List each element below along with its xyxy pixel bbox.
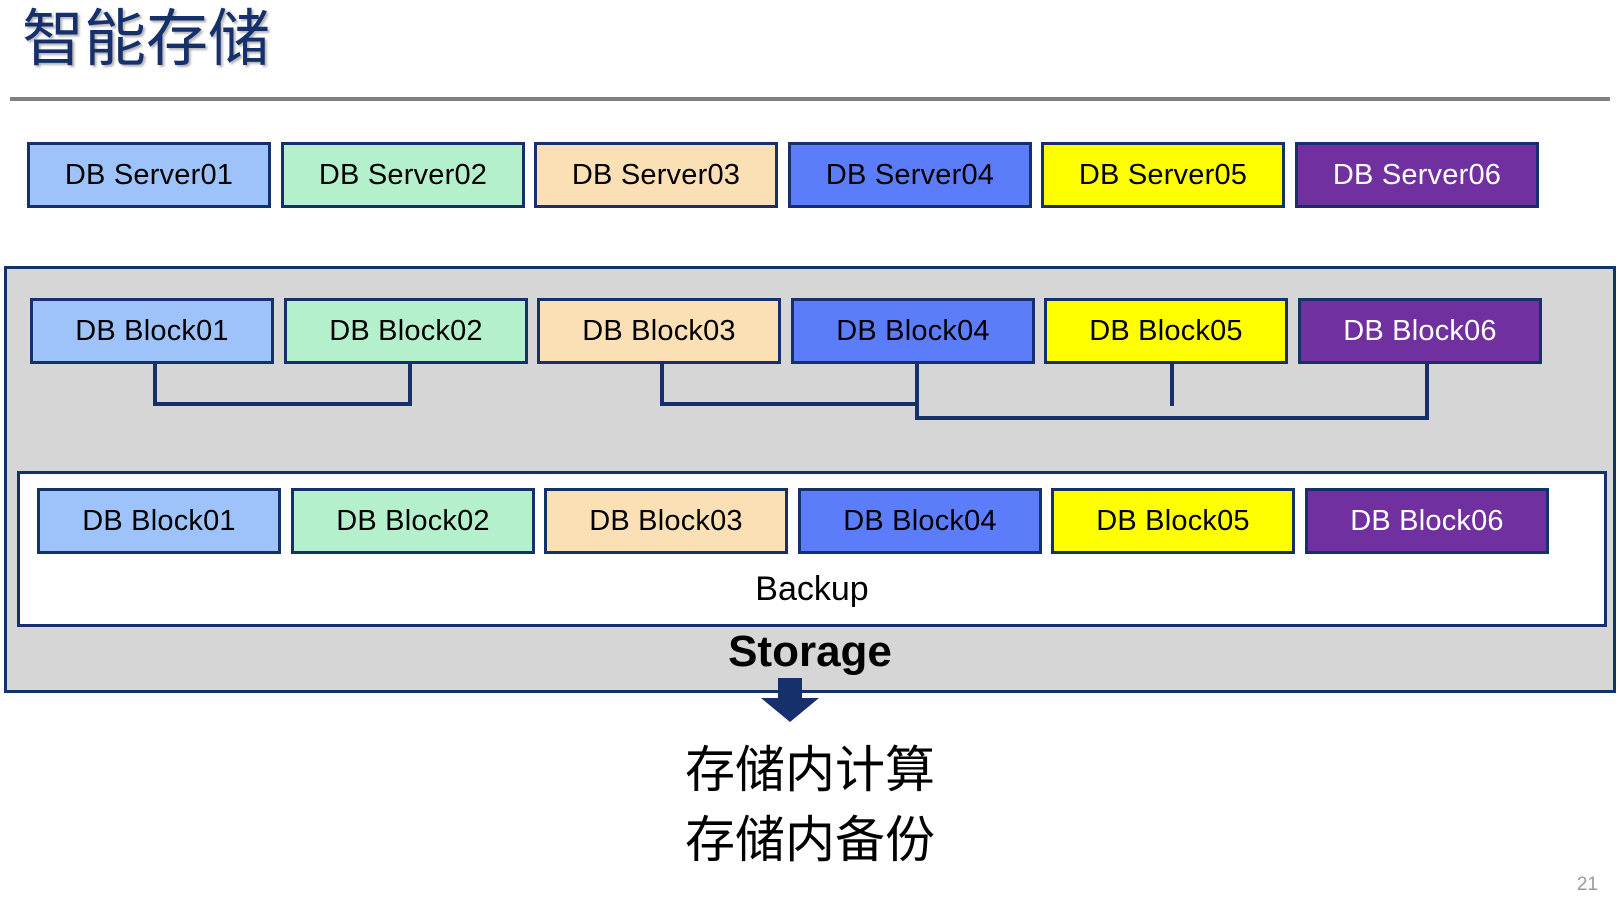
db-block-node-backup-label: DB Block03: [589, 504, 743, 537]
db-block-node-primary-label: DB Block04: [836, 314, 990, 347]
db-server-node-label: DB Server03: [571, 158, 741, 191]
db-server-node-1[interactable]: DB Server01: [27, 142, 271, 208]
db-block-node-backup-label: DB Block02: [336, 504, 490, 537]
db-block-node-primary-label: DB Block05: [1089, 314, 1243, 347]
caption-line-2: 存储内备份: [685, 812, 935, 868]
db-block-node-backup-6[interactable]: DB Block06: [1305, 488, 1549, 554]
db-block-node-backup-5[interactable]: DB Block05: [1051, 488, 1295, 554]
page-title: 智能存储: [22, 5, 271, 74]
db-server-node-5[interactable]: DB Server05: [1041, 142, 1285, 208]
page-number: 21: [1576, 874, 1598, 895]
connector-block01-block02-left-stem: [153, 364, 157, 406]
db-block-node-backup-3[interactable]: DB Block03: [544, 488, 788, 554]
caption-line-1: 存储内计算: [685, 742, 935, 798]
db-block-node-primary-label: DB Block02: [329, 314, 483, 347]
connector-block01-block02-right-stem: [408, 364, 412, 406]
db-server-node-label: DB Server02: [318, 158, 488, 191]
title-divider: [10, 97, 1610, 101]
db-server-node-label: DB Server06: [1332, 158, 1502, 191]
db-block-node-backup-2[interactable]: DB Block02: [291, 488, 535, 554]
db-block-node-backup-1[interactable]: DB Block01: [37, 488, 281, 554]
db-server-node-label: DB Server05: [1078, 158, 1248, 191]
db-block-node-backup-label: DB Block06: [1350, 504, 1504, 537]
db-server-node-label: DB Server04: [825, 158, 995, 191]
storage-container: DB Block01 DB Block02 DB Block03 DB Block04…: [4, 266, 1616, 722]
connector-block01-block02-bridge: [153, 402, 412, 406]
backup-panel: DB Block01 DB Block02 DB Block03 DB Block04…: [17, 471, 1607, 627]
caption-block: 存储内计算 存储内备份: [0, 735, 1620, 875]
db-server-node-6[interactable]: DB Server06: [1295, 142, 1539, 208]
backup-label: Backup: [755, 570, 869, 608]
connector-block03-block04-left-stem: [660, 364, 664, 406]
db-block-node-primary-label: DB Block03: [582, 314, 736, 347]
db-block-node-primary-2[interactable]: DB Block02: [284, 298, 528, 364]
downward-flow-arrow: [761, 678, 819, 722]
db-server-node-label: DB Server01: [64, 158, 234, 191]
db-block-node-backup-label: DB Block01: [82, 504, 236, 537]
db-block-node-primary-label: DB Block06: [1343, 314, 1497, 347]
connector-block04-block06-left-stem: [915, 364, 919, 420]
db-server-node-4[interactable]: DB Server04: [788, 142, 1032, 208]
db-block-node-backup-4[interactable]: DB Block04: [798, 488, 1042, 554]
db-block-node-primary-4[interactable]: DB Block04: [791, 298, 1035, 364]
connector-block04-block06-bridge: [915, 416, 1429, 420]
connector-block05-stub-left-stem: [1170, 364, 1174, 406]
connector-block04-block06-right-stem: [1425, 364, 1429, 420]
db-block-node-backup-label: DB Block04: [843, 504, 997, 537]
db-block-node-primary-1[interactable]: DB Block01: [30, 298, 274, 364]
db-block-node-primary-6[interactable]: DB Block06: [1298, 298, 1542, 364]
db-server-node-2[interactable]: DB Server02: [281, 142, 525, 208]
db-server-node-3[interactable]: DB Server03: [534, 142, 778, 208]
storage-label: Storage: [728, 627, 892, 676]
connector-block03-block04-bridge: [660, 402, 919, 406]
db-block-node-primary-3[interactable]: DB Block03: [537, 298, 781, 364]
db-block-node-primary-label: DB Block01: [75, 314, 229, 347]
db-block-node-primary-5[interactable]: DB Block05: [1044, 298, 1288, 364]
db-block-node-backup-label: DB Block05: [1096, 504, 1250, 537]
